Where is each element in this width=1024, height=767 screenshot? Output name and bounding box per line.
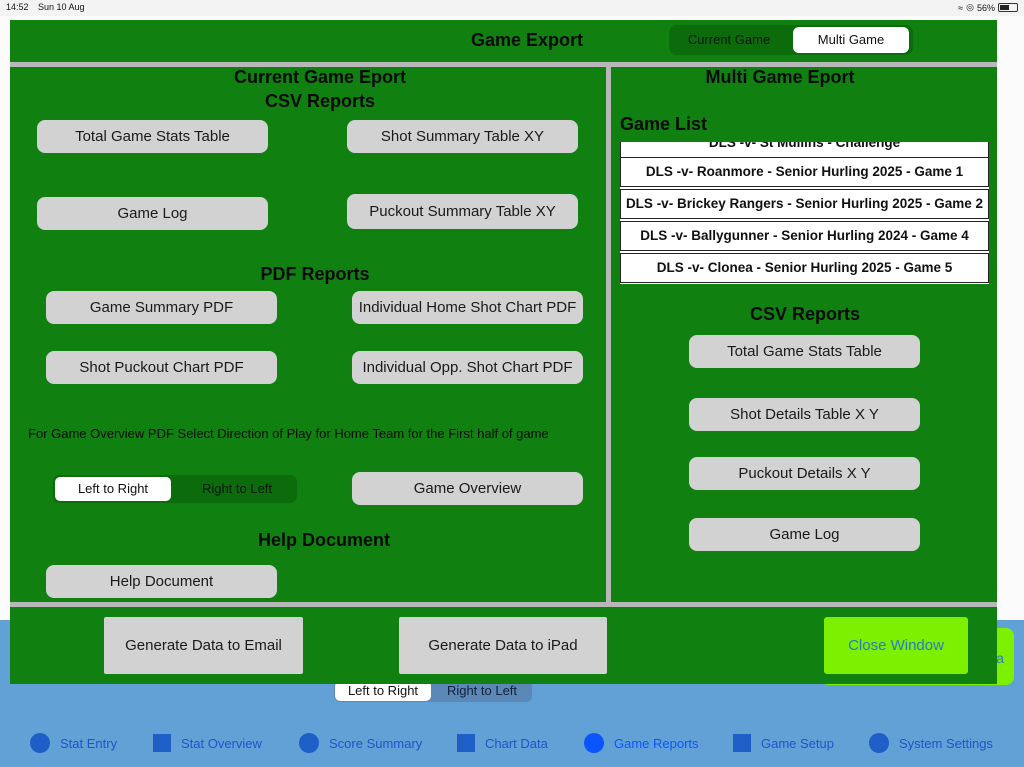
tab-label: Game Setup	[761, 735, 834, 751]
status-date: Sun 10 Aug	[38, 2, 85, 12]
individual-opp-shot-chart-button[interactable]: Individual Opp. Shot Chart PDF	[352, 351, 583, 384]
shot-summary-table-button[interactable]: Shot Summary Table XY	[347, 120, 578, 153]
close-window-button[interactable]: Close Window	[824, 617, 968, 674]
background-left-to-right[interactable]: Left to Right	[335, 681, 431, 701]
circle-icon	[299, 733, 319, 753]
multi-puckout-details-button[interactable]: Puckout Details X Y	[689, 457, 920, 490]
multi-csv-heading: CSV Reports	[749, 304, 861, 324]
multi-total-game-stats-button[interactable]: Total Game Stats Table	[689, 335, 920, 368]
background-close-label: a	[996, 650, 1004, 666]
tab-chart-data[interactable]: Chart Data	[457, 728, 548, 758]
modal-header: Game Export Current Game Multi Game	[10, 20, 997, 62]
multi-game-log-button[interactable]: Game Log	[689, 518, 920, 551]
direction-left-to-right[interactable]: Left to Right	[55, 477, 171, 501]
game-export-modal: Game Export Current Game Multi Game Curr…	[10, 20, 997, 684]
tab-stat-entry[interactable]: Stat Entry	[30, 728, 117, 758]
generate-email-button[interactable]: Generate Data to Email	[104, 617, 303, 674]
direction-segment[interactable]: Left to Right Right to Left	[53, 475, 297, 503]
pdf-heading: PDF Reports	[260, 264, 370, 284]
game-list-heading: Game List	[620, 114, 708, 134]
square-icon	[457, 734, 475, 752]
background-direction-segment[interactable]: Left to Right Right to Left	[334, 680, 532, 702]
column-divider	[606, 67, 611, 602]
tab-label: Stat Entry	[60, 735, 118, 751]
multi-shot-details-button[interactable]: Shot Details Table X Y	[689, 398, 920, 431]
tab-system-settings[interactable]: System Settings	[869, 728, 993, 758]
mode-current-game[interactable]: Current Game	[687, 32, 771, 47]
help-document-button[interactable]: Help Document	[46, 565, 277, 598]
battery-percent: 56%	[976, 2, 995, 13]
tab-game-setup[interactable]: Game Setup	[733, 728, 834, 758]
background-right-to-left[interactable]: Right to Left	[446, 683, 518, 698]
tab-label: Score Summary	[329, 735, 423, 751]
battery-fill	[1000, 5, 1009, 10]
orientation-lock-icon: ◎	[966, 2, 974, 12]
game-list-item[interactable]: DLS -v- Brickey Rangers - Senior Hurling…	[620, 189, 989, 219]
status-right: ≈ ◎ 56%	[958, 2, 1018, 13]
circle-icon	[584, 733, 604, 753]
tab-bar: Stat Entry Stat Overview Score Summary C…	[0, 728, 1024, 758]
modal-title: Game Export	[470, 30, 584, 50]
tab-label: Chart Data	[485, 735, 548, 751]
multi-game-heading: Multi Game Eport	[705, 67, 855, 87]
square-icon	[733, 734, 751, 752]
shot-puckout-chart-button[interactable]: Shot Puckout Chart PDF	[46, 351, 277, 384]
game-overview-button[interactable]: Game Overview	[352, 472, 583, 505]
square-icon	[153, 734, 171, 752]
footer-divider	[10, 602, 997, 607]
tab-label: System Settings	[899, 735, 993, 751]
tab-label: Stat Overview	[181, 735, 262, 751]
status-time: 14:52	[6, 2, 29, 12]
header-divider	[10, 62, 997, 67]
game-list-item[interactable]: DLS -v- Roanmore - Senior Hurling 2025 -…	[620, 157, 989, 187]
puckout-summary-table-button[interactable]: Puckout Summary Table XY	[347, 194, 578, 229]
game-list-item[interactable]: DLS -v- Clonea - Senior Hurling 2025 - G…	[620, 253, 989, 283]
current-game-heading: Current Game Eport	[233, 67, 407, 87]
circle-icon	[30, 733, 50, 753]
game-list[interactable]: DLS -v- St Mullins - Challenge DLS -v- R…	[620, 142, 989, 284]
circle-icon	[869, 733, 889, 753]
current-csv-heading: CSV Reports	[264, 91, 376, 111]
tab-label: Game Reports	[614, 735, 699, 751]
help-heading: Help Document	[257, 530, 390, 550]
game-list-item[interactable]: DLS -v- Ballygunner - Senior Hurling 202…	[620, 221, 989, 251]
direction-right-to-left[interactable]: Right to Left	[201, 481, 273, 496]
mode-segment[interactable]: Current Game Multi Game	[669, 25, 913, 55]
tab-game-reports[interactable]: Game Reports	[584, 728, 699, 758]
battery-icon	[998, 3, 1018, 12]
wifi-icon: ≈	[958, 2, 964, 13]
total-game-stats-table-button[interactable]: Total Game Stats Table	[37, 120, 268, 153]
game-summary-pdf-button[interactable]: Game Summary PDF	[46, 291, 277, 324]
direction-note: For Game Overview PDF Select Direction o…	[28, 426, 549, 441]
game-log-button[interactable]: Game Log	[37, 197, 268, 230]
tab-stat-overview[interactable]: Stat Overview	[153, 728, 262, 758]
individual-home-shot-chart-button[interactable]: Individual Home Shot Chart PDF	[352, 291, 583, 324]
tab-score-summary[interactable]: Score Summary	[299, 728, 422, 758]
mode-multi-game[interactable]: Multi Game	[793, 27, 909, 53]
game-list-item[interactable]: DLS -v- St Mullins - Challenge	[620, 142, 989, 158]
status-bar: 14:52 Sun 10 Aug ≈ ◎ 56%	[0, 0, 1024, 16]
generate-ipad-button[interactable]: Generate Data to iPad	[399, 617, 607, 674]
